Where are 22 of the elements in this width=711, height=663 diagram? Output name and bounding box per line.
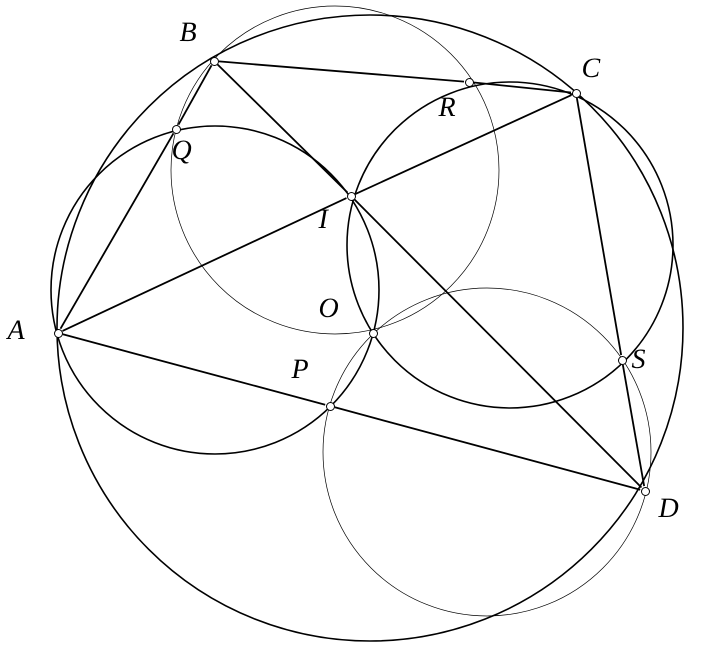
point-label: D	[658, 494, 679, 522]
point-label: S	[632, 346, 646, 374]
point-label: A	[8, 316, 25, 344]
line-segment	[178, 64, 212, 126]
line-segment	[622, 364, 646, 486]
line-segment	[355, 94, 572, 195]
point-label: B	[180, 18, 197, 46]
line-segment	[62, 197, 347, 332]
point-label: I	[318, 206, 328, 234]
line-segment	[354, 198, 642, 488]
point-label: Q	[172, 136, 192, 164]
point-label: C	[582, 54, 600, 82]
line-segment	[474, 82, 572, 94]
point-label: P	[292, 356, 309, 384]
line-segment	[62, 333, 326, 406]
line-segment	[218, 60, 464, 82]
point-label: O	[318, 294, 339, 322]
line-segment	[576, 98, 622, 356]
point-label: R	[438, 94, 456, 122]
line-segment	[334, 406, 640, 491]
line-segment	[60, 132, 174, 330]
line-segment	[216, 64, 348, 194]
